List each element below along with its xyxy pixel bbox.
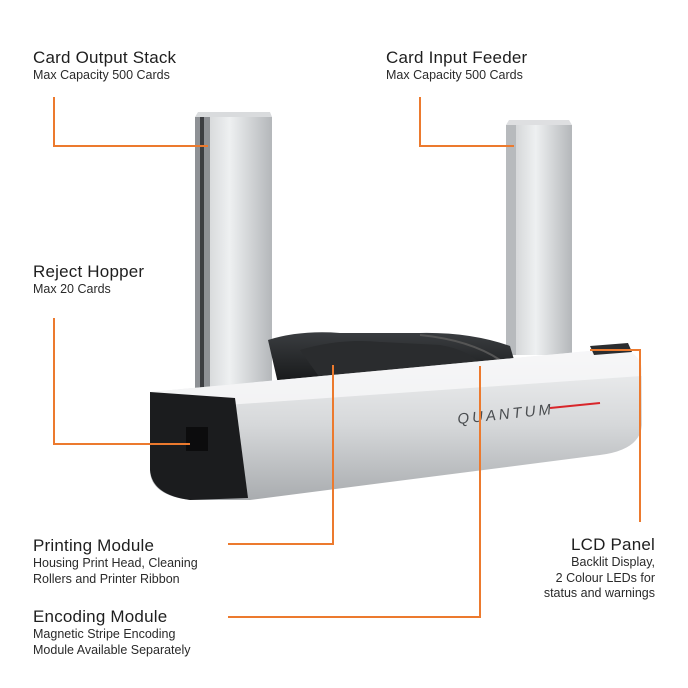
callout-reject-hopper: Reject Hopper Max 20 Cards — [33, 262, 144, 298]
encoding-module-title: Encoding Module — [33, 607, 168, 626]
input-feeder-desc: Max Capacity 500 Cards — [386, 68, 523, 82]
lcd-panel-desc-line3: status and warnings — [543, 586, 655, 600]
printer-base — [150, 343, 642, 500]
callout-input-feeder: Card Input Feeder Max Capacity 500 Cards — [386, 48, 527, 84]
encoding-module-desc-line2: Module Available Separately — [33, 642, 191, 657]
output-stack-desc: Max Capacity 500 Cards — [33, 68, 170, 82]
reject-hopper-desc: Max 20 Cards — [33, 282, 111, 296]
callout-output-stack: Card Output Stack Max Capacity 500 Cards — [33, 48, 176, 84]
leader-lines — [53, 97, 641, 618]
callout-printing-module: Printing Module Housing Print Head, Clea… — [33, 536, 198, 587]
input-feeder-title: Card Input Feeder — [386, 48, 528, 67]
leader-output-stack — [53, 97, 208, 147]
printing-module-desc-line1: Housing Print Head, Cleaning — [33, 556, 198, 570]
output-stack-title: Card Output Stack — [33, 48, 177, 67]
reject-hopper-title: Reject Hopper — [33, 262, 145, 281]
leader-reject-hopper — [53, 318, 190, 445]
lcd-panel-desc-line2: 2 Colour LEDs for — [555, 570, 655, 585]
leader-printing-module — [228, 365, 334, 545]
input-feeder-column — [506, 120, 572, 355]
leader-encoding-module — [228, 366, 481, 618]
callout-lcd-panel: LCD Panel Backlit Display, 2 Colour LEDs… — [544, 535, 655, 602]
lcd-panel-desc-line1: Backlit Display, — [571, 555, 655, 569]
callout-encoding-module: Encoding Module Magnetic Stripe Encoding… — [33, 607, 191, 658]
lcd-panel-title: LCD Panel — [570, 535, 655, 554]
output-stack-column — [195, 112, 272, 400]
printing-module-desc-line2: Rollers and Printer Ribbon — [33, 571, 180, 586]
leader-lcd-panel — [590, 349, 641, 522]
encoding-module-desc-line1: Magnetic Stripe Encoding — [33, 627, 176, 641]
printing-module-title: Printing Module — [33, 536, 155, 555]
leader-input-feeder — [419, 97, 514, 147]
